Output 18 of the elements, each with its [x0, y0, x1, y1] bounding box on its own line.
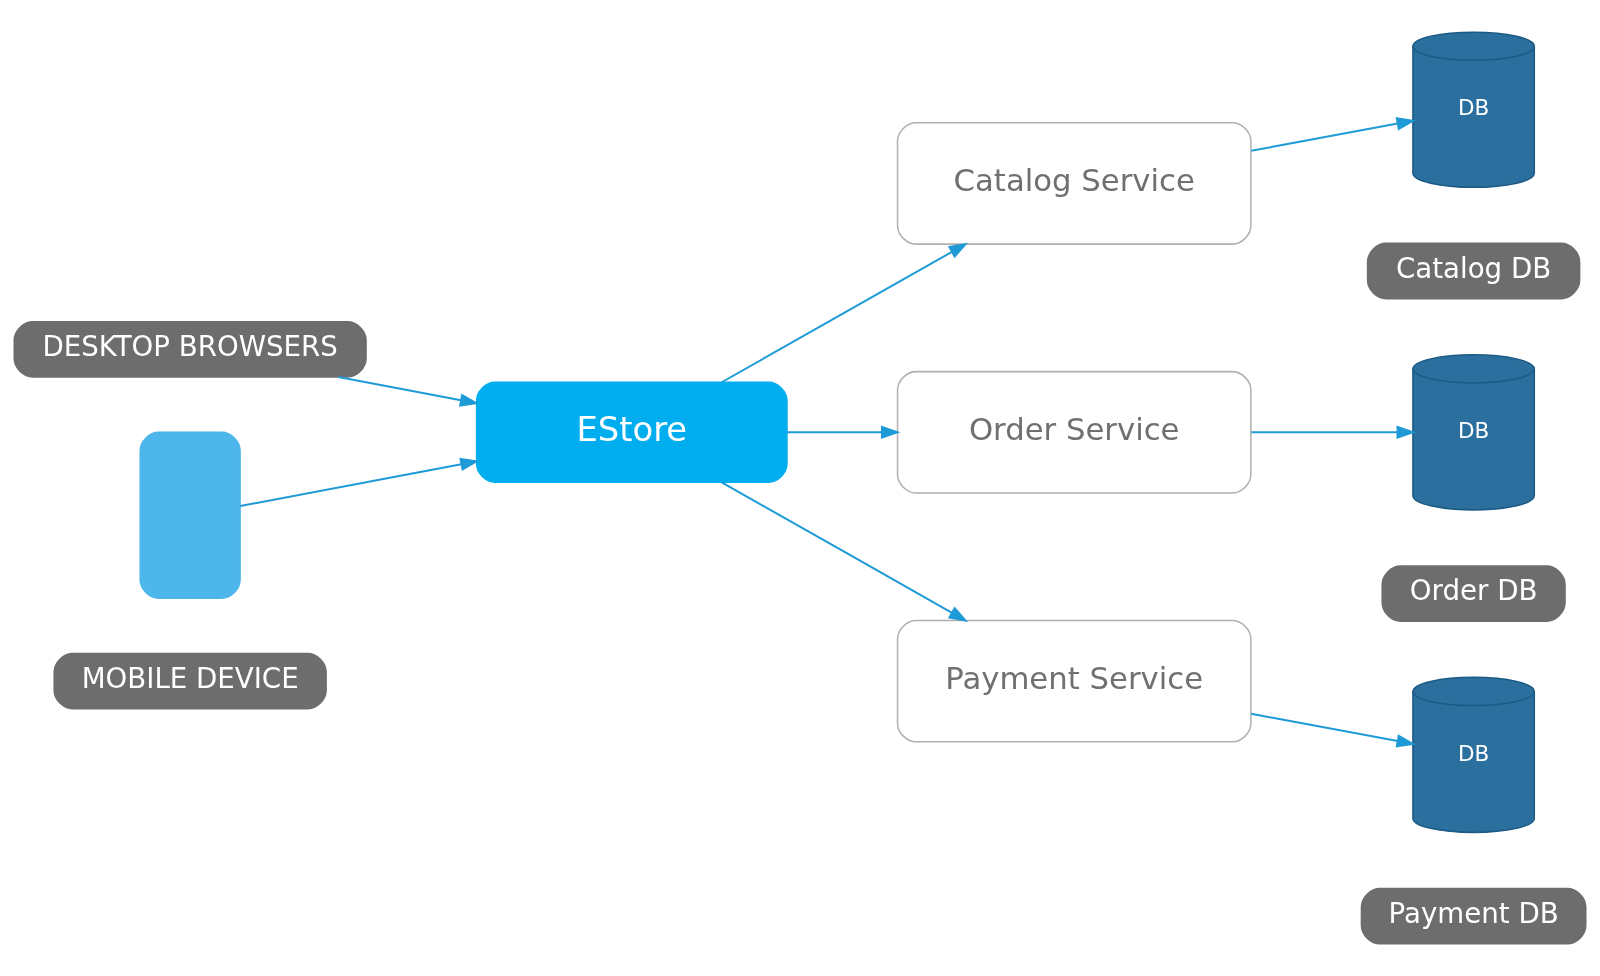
arrow — [1250, 712, 1416, 748]
arrow — [1250, 117, 1416, 152]
node-box: EStore — [475, 381, 788, 483]
node-box: Catalog DB — [1366, 242, 1581, 300]
arrow — [786, 425, 901, 440]
arrow — [337, 376, 480, 407]
arrow — [1250, 425, 1416, 440]
arrow — [720, 481, 969, 622]
node-box: Payment Service — [896, 619, 1252, 743]
node-box: MOBILE DEVICE — [53, 652, 327, 710]
arrow — [720, 242, 969, 384]
node-box: Order DB — [1381, 565, 1566, 623]
node-box: Order Service — [896, 370, 1252, 494]
node-box: Payment DB — [1360, 887, 1587, 945]
node-box: Catalog Service — [896, 122, 1252, 245]
node-box — [139, 431, 241, 599]
node-box: DESKTOP BROWSERS — [13, 320, 367, 378]
arrow — [239, 457, 480, 508]
